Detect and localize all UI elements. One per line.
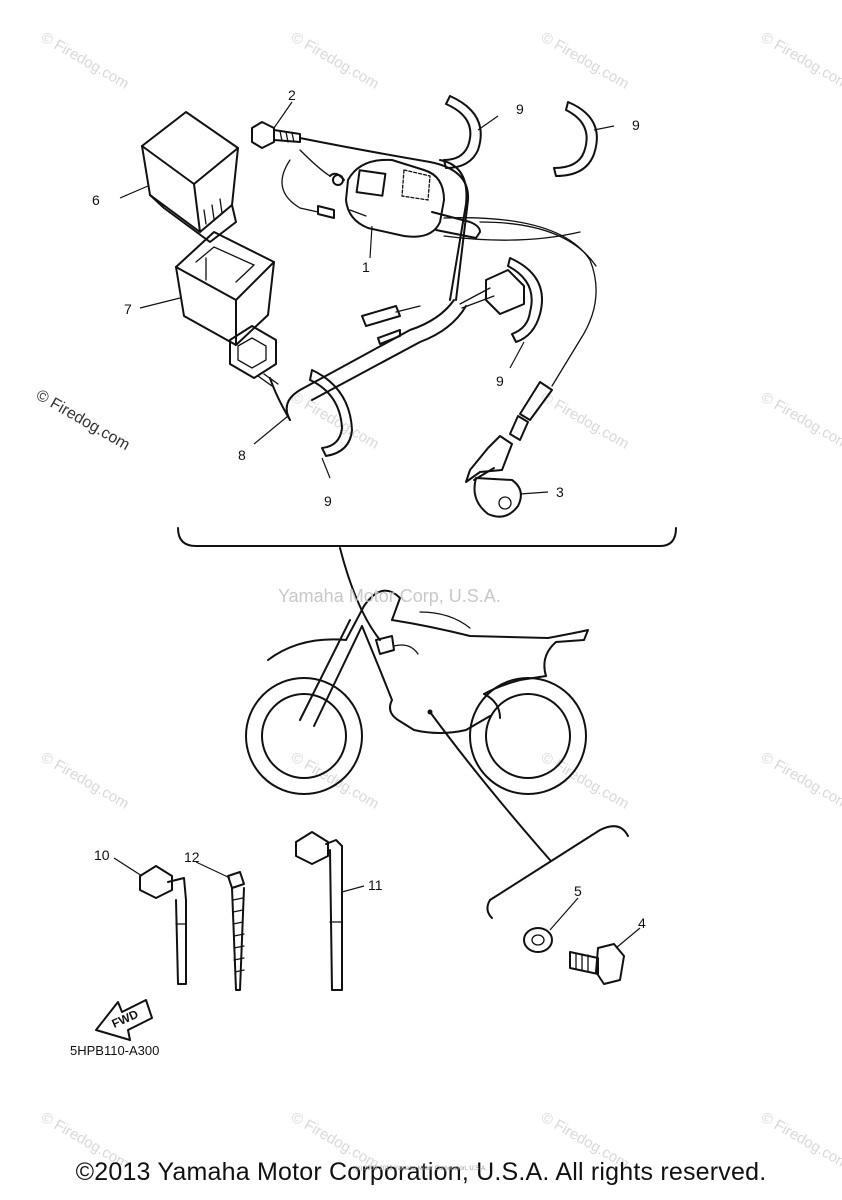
part-washer (523, 927, 553, 953)
watermark: © Firedog.com (538, 29, 632, 93)
watermark: © Firedog.com (38, 29, 132, 93)
part-cdi-cover (175, 231, 275, 346)
part-spark-plug-cap (465, 381, 553, 518)
callout-numbers: 1 2 3 4 5 6 7 8 9 9 9 9 10 11 12 (92, 87, 646, 931)
callout-9: 9 (632, 117, 640, 133)
fwd-label: FWD (110, 1007, 141, 1031)
part-bolt-4 (569, 943, 625, 985)
center-watermark: Yamaha Motor Corp, U.S.A. (278, 586, 501, 606)
leader-lines (113, 101, 641, 949)
group-bracket (177, 527, 677, 547)
watermark: © Firedog.com (38, 749, 132, 813)
copyright-footer: ©2013 Yamaha Motor Corporation, U.S.A. A… (75, 1158, 767, 1186)
callout-11: 11 (368, 877, 383, 893)
part-connector-11 (295, 831, 343, 991)
callout-1: 1 (362, 259, 370, 275)
part-cdi-unit (141, 111, 239, 243)
callout-5: 5 (574, 883, 582, 899)
callout-12: 12 (184, 849, 200, 865)
fwd-arrow: FWD (95, 999, 153, 1041)
lower-bracket (489, 825, 629, 901)
callout-2: 2 (288, 87, 296, 103)
tiny-footer: (c) 2009-2013 Yamaha Motor Corporation, … (355, 1166, 487, 1172)
watermark: © Firedog.com (538, 389, 632, 453)
part-clamp (309, 95, 598, 457)
watermark-firedog-dark: © Firedog.com (33, 387, 133, 454)
part-connector-10 (139, 865, 187, 985)
callout-10: 10 (94, 847, 110, 863)
callout-7: 7 (124, 301, 132, 317)
callout-9: 9 (516, 101, 524, 117)
callout-6: 6 (92, 192, 100, 208)
watermark: © Firedog.com (758, 389, 842, 453)
lower-bracket-end (486, 899, 493, 919)
callout-8: 8 (238, 447, 246, 463)
watermark: © Firedog.com (288, 749, 382, 813)
callout-3: 3 (556, 484, 564, 500)
watermark: © Firedog.com (758, 29, 842, 93)
figure-code: 5HPB110-A300 (70, 1043, 160, 1058)
part-ignition-coil (281, 149, 581, 241)
watermark: © Firedog.com (538, 749, 632, 813)
part-wire-harness (229, 137, 597, 421)
callout-4: 4 (638, 915, 646, 931)
watermark: © Firedog.com (758, 749, 842, 813)
part-cable-tie (227, 871, 245, 991)
motorcycle-outline (245, 547, 589, 861)
callout-9: 9 (496, 373, 504, 389)
watermark: © Firedog.com (288, 29, 382, 93)
callout-9: 9 (324, 493, 332, 509)
